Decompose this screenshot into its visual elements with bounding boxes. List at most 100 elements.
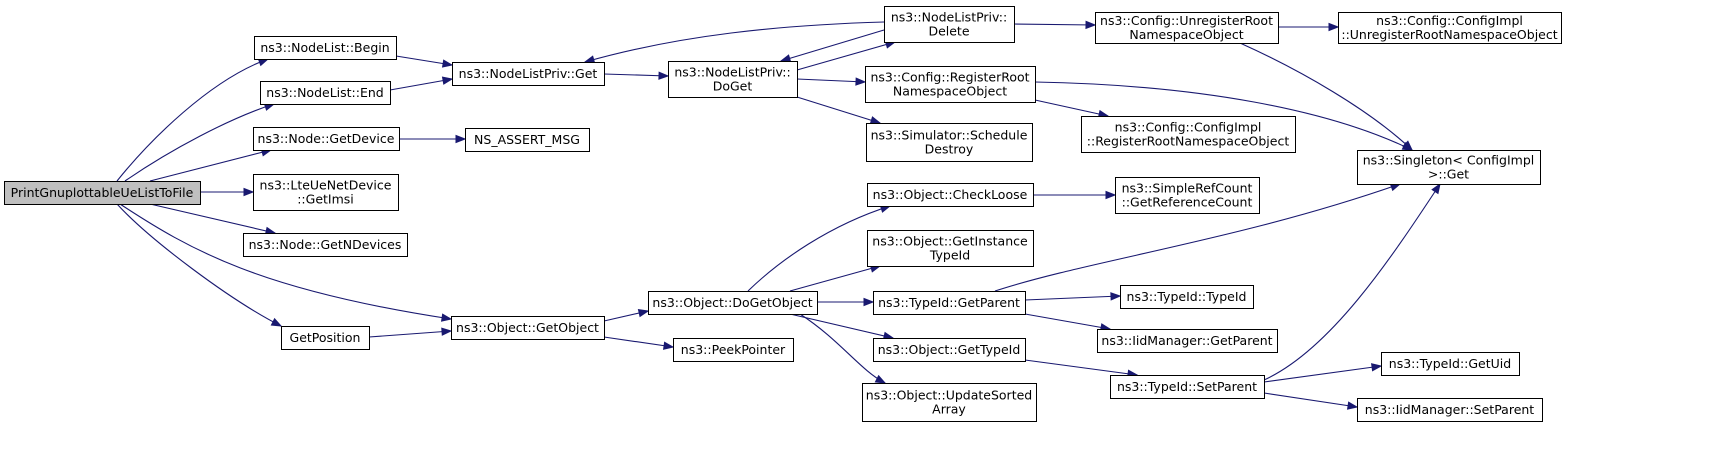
arrowhead-obj_checkloose-to-simplerefcount [1105, 190, 1117, 200]
node-lte-getimsi[interactable]: ns3::LteUeNetDevice::GetImsi [253, 174, 399, 211]
node-label: ns3::TypeId::TypeId [1127, 289, 1247, 304]
node-node-getndevices[interactable]: ns3::Node::GetNDevices [243, 233, 408, 257]
node-box [260, 81, 391, 105]
node-box [451, 316, 605, 340]
arrowhead-nlp_get-to-nlp_doget [658, 71, 670, 80]
node-node-getdevice[interactable]: ns3::Node::GetDevice [253, 127, 400, 151]
node-label: ns3::IidManager::SetParent [1365, 402, 1535, 417]
node-obj-checkloose[interactable]: ns3::Object::CheckLoose [867, 183, 1034, 207]
node-label: ns3::Node::GetNDevices [249, 237, 402, 252]
node-box [867, 230, 1034, 267]
arrowhead-cfg_unregister-to-cfgimpl_unregister [1328, 22, 1340, 32]
edge-nlp_delete-to-cfg_unregister [1013, 23, 1096, 26]
node-root[interactable]: PrintGnuplottableUeListToFile [4, 181, 201, 205]
node-getposition[interactable]: GetPosition [281, 326, 370, 350]
arrowhead-obj_dogetobject-to-typeid_getparent [863, 297, 875, 307]
node-iid-getparent[interactable]: ns3::IidManager::GetParent [1097, 329, 1278, 353]
edge-root-to-getposition [116, 203, 282, 327]
edge-root-to-nl_end [124, 103, 275, 182]
node-box [1357, 150, 1541, 185]
arrowhead-obj_getobject-to-obj_dogetobject [637, 308, 650, 318]
node-nlp-get[interactable]: ns3::NodeListPriv::Get [452, 62, 605, 86]
node-typeid-setparent[interactable]: ns3::TypeId::SetParent [1110, 375, 1265, 399]
node-box [668, 61, 798, 98]
node-box [452, 62, 605, 86]
node-nl-begin[interactable]: ns3::NodeList::Begin [254, 36, 397, 60]
node-label: DoGet [713, 79, 753, 94]
node-typeid-getuid[interactable]: ns3::TypeId::GetUid [1381, 352, 1520, 376]
node-typeid-typeid[interactable]: ns3::TypeId::TypeId [1120, 285, 1254, 309]
node-label: ns3::NodeListPriv::Get [459, 66, 598, 81]
node-label: ns3::PeekPointer [681, 342, 786, 357]
node-box [866, 123, 1033, 162]
node-label: ns3::Node::GetDevice [258, 131, 395, 146]
node-box [865, 66, 1036, 103]
node-label: GetPosition [290, 330, 361, 345]
node-nlp-doget[interactable]: ns3::NodeListPriv::DoGet [668, 61, 798, 98]
node-label: ns3::TypeId::GetUid [1389, 356, 1511, 371]
node-peekpointer[interactable]: ns3::PeekPointer [673, 338, 794, 362]
node-label: ns3::Object::GetTypeId [878, 342, 1021, 357]
edge-typeid_getparent-to-singleton_get [994, 183, 1401, 292]
node-box [1120, 285, 1254, 309]
nodes-layer: PrintGnuplottableUeListToFile ns3::NodeLi… [4, 6, 1562, 422]
node-cfgimpl-unregister[interactable]: ns3::Config::ConfigImpl::UnregisterRootN… [1338, 12, 1562, 44]
arrowhead-typeid_setparent-to-typeid_getuid [1371, 363, 1383, 372]
node-box [281, 326, 370, 350]
arrowhead-nlp_delete-to-nlp_get [583, 55, 596, 64]
node-label: ns3::NodeList::Begin [260, 40, 389, 55]
edge-obj_dogetobject-to-obj_updatesorted [799, 313, 886, 384]
node-box [253, 174, 399, 211]
node-box [673, 338, 794, 362]
node-box [1110, 375, 1265, 399]
node-cfgimpl-register[interactable]: ns3::Config::ConfigImpl::RegisterRootNam… [1081, 116, 1296, 153]
edge-root-to-nl_begin [116, 58, 269, 182]
node-obj-gettypeid[interactable]: ns3::Object::GetTypeId [873, 338, 1026, 362]
arrowhead-typeid_getparent-to-typeid_typeid [1110, 292, 1122, 301]
node-box [253, 127, 400, 151]
edge-typeid_getparent-to-iid_getparent [1024, 313, 1111, 330]
node-cfg-register[interactable]: ns3::Config::RegisterRootNamespaceObject [865, 66, 1036, 103]
node-obj-dogetobject[interactable]: ns3::Object::DoGetObject [648, 291, 818, 315]
node-box [1381, 352, 1520, 376]
node-label: >::Get [1428, 167, 1469, 182]
node-cfg-unregister[interactable]: ns3::Config::UnregisterRootNamespaceObje… [1095, 12, 1279, 44]
node-label: ns3::TypeId::GetParent [878, 295, 1020, 310]
node-label: ns3::NodeListPriv:: [891, 10, 1007, 25]
node-nl-end[interactable]: ns3::NodeList::End [260, 81, 391, 105]
node-obj-getobject[interactable]: ns3::Object::GetObject [451, 316, 605, 340]
node-ns-assert[interactable]: NS_ASSERT_MSG [465, 128, 590, 152]
node-label: ns3::Config::ConfigImpl [1115, 120, 1262, 135]
node-box [1095, 12, 1279, 44]
edge-cfg_unregister-to-singleton_get [1239, 42, 1413, 151]
arrowhead-typeid_setparent-to-iid_setparent [1346, 401, 1359, 410]
node-box [867, 183, 1034, 207]
node-label: NS_ASSERT_MSG [474, 132, 580, 147]
node-label: ns3::Object::UpdateSorted [866, 388, 1032, 403]
node-label: PrintGnuplottableUeListToFile [11, 185, 194, 200]
edge-obj_dogetobject-to-obj_gettypeid [789, 313, 894, 339]
arrowhead-root-to-lte_getimsi [243, 187, 255, 197]
edge-obj_dogetobject-to-obj_getinstance [789, 265, 881, 292]
arrowhead-getposition-to-obj_getobject [441, 327, 453, 336]
node-label: ns3::IidManager::GetParent [1101, 333, 1272, 348]
node-box [862, 383, 1037, 422]
node-singleton-get[interactable]: ns3::Singleton< ConfigImpl >::Get [1357, 150, 1541, 185]
node-nlp-delete[interactable]: ns3::NodeListPriv::Delete [884, 6, 1015, 43]
node-typeid-getparent[interactable]: ns3::TypeId::GetParent [873, 291, 1026, 315]
edge-nlp_doget-to-cfg_register [796, 78, 866, 83]
arrowhead-nlp_delete-to-cfg_unregister [1085, 20, 1097, 30]
node-iid-setparent[interactable]: ns3::IidManager::SetParent [1357, 398, 1543, 422]
arrowhead-obj_dogetobject-to-obj_updatesorted [874, 374, 887, 384]
node-label: ns3::Simulator::Schedule [871, 128, 1028, 143]
edge-typeid_setparent-to-singleton_get [1263, 183, 1441, 381]
edge-root-to-obj_getobject [119, 203, 452, 320]
node-label: ns3::SimpleRefCount [1122, 181, 1253, 196]
edge-obj_gettypeid-to-typeid_setparent [1024, 359, 1138, 376]
node-box [465, 128, 590, 152]
arrowhead-nl_end-to-nlp_get [441, 76, 454, 85]
node-simplerefcount[interactable]: ns3::SimpleRefCount::GetReferenceCount [1115, 177, 1260, 214]
